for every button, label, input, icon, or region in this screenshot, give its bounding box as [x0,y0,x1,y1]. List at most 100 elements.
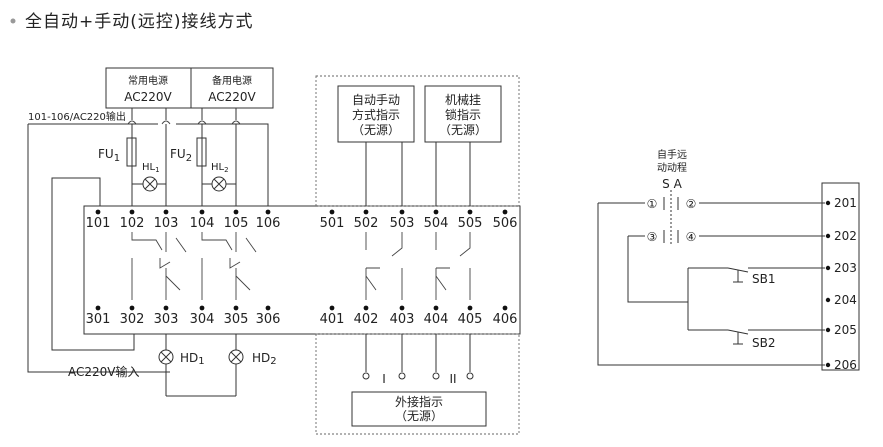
page-title: 全自动+手动(远控)接线方式 [25,12,254,32]
external-enclosure [315,333,520,435]
hd1-label: HD1 [180,351,205,367]
output-note: 101-106/AC220输出 [28,110,126,123]
bottom-terminal-label: 402 [354,312,379,327]
auto-manual-line1: 自动手动 [352,93,400,107]
bottom-terminal-dot [265,305,271,311]
top-terminal-dot [467,209,473,215]
ext-terminal-2 [398,372,406,380]
bottom-terminal-dot [233,305,239,311]
right-terminal-label: 202 [834,229,857,243]
sb1-label: SB1 [752,272,775,286]
right-terminal-dot [825,327,831,333]
external-line1: 外接指示 [395,394,443,409]
right-terminal-label: 205 [834,323,857,337]
external-line2: （无源） [395,409,443,423]
roman-i: I [382,372,386,386]
output-line [28,123,269,206]
switch-code: S A [662,177,682,191]
top-terminal-label: 503 [390,216,415,231]
top-terminal-label: 103 [154,216,179,231]
common-source-voltage: AC220V [124,90,172,104]
top-terminal-dot [163,209,169,215]
bottom-terminal-label: 403 [390,312,415,327]
bottom-terminal-dot [329,305,335,311]
backup-source-box [190,67,274,109]
roman-ii: II [449,372,456,386]
hd2-lamp-icon [228,349,244,365]
left-return-wire [27,124,170,373]
contact-4: ④ [686,230,697,244]
top-terminal-label: 501 [320,216,345,231]
auto-manual-indicator-box [337,85,415,143]
bottom-terminal-dot [502,305,508,311]
right-terminal-dot [825,362,831,368]
top-terminal-dots [95,209,508,215]
title-bullet [10,18,16,24]
right-terminal-dot [825,200,831,206]
top-terminal-dot [199,209,205,215]
ext-terminal-4 [466,372,474,380]
fuse-1-label: FU1 [98,147,120,164]
indicator-contacts-top [365,232,471,257]
bottom-terminal-dot [399,305,405,311]
bottom-terminal-dot [467,305,473,311]
lock-indicator-box [424,85,502,143]
top-terminal-label: 104 [190,216,215,231]
right-terminal-dot [825,297,831,303]
wire-crossovers [127,120,241,125]
sa-row1-contacts [663,197,679,210]
bottom-terminal-label: 305 [224,312,249,327]
top-terminal-label: 506 [493,216,518,231]
bottom-terminal-label: 306 [256,312,281,327]
sb-wires [687,267,825,331]
input-label: AC220V输入 [68,364,140,379]
hl1-lamp-icon [142,176,158,192]
right-terminal-strip [821,182,860,371]
external-wires [365,334,471,372]
backup-source-label: 备用电源 [212,74,252,87]
right-terminal-label: 206 [834,358,857,372]
bottom-terminal-dot [129,305,135,311]
top-terminal-dot [399,209,405,215]
ext-terminal-1 [362,372,370,380]
contact-3: ③ [647,230,658,244]
bottom-terminal-label: 406 [493,312,518,327]
sa-row2-contacts [663,230,679,243]
lock-line3: （无源） [439,123,487,137]
right-terminal-dot [825,265,831,271]
top-terminal-dot [233,209,239,215]
hd-wires [156,334,237,397]
bottom-terminal-dot [433,305,439,311]
sb2-label: SB2 [752,336,775,350]
relay-contact-diagonals [165,237,257,291]
hl2-label: HL2 [211,162,229,174]
backup-source-voltage: AC220V [208,90,256,104]
auto-manual-line3: （无源） [352,123,400,137]
top-terminal-label: 102 [120,216,145,231]
common-source-label: 常用电源 [128,74,168,87]
hd2-label: HD2 [252,351,277,367]
indicator-enclosure [315,75,520,207]
right-terminal-label: 201 [834,196,857,210]
hl2-lamp-icon [211,176,227,192]
indicator-wires [365,142,471,206]
bottom-terminal-dots [95,305,508,311]
supply-wires-lower [131,124,237,206]
fuse-2-label: FU2 [170,147,192,164]
top-terminal-dot [433,209,439,215]
bottom-terminal-label: 303 [154,312,179,327]
contact-1: ① [647,197,658,211]
relay-contact-left-b [201,232,241,300]
relay-contact-left-a [131,232,171,300]
bottom-terminal-dot [363,305,369,311]
bottom-terminal-label: 405 [458,312,483,327]
right-inner-wire [627,236,688,303]
right-terminal-dots [825,200,831,368]
lock-line2: 锁指示 [445,107,481,122]
right-outer-wire [597,203,825,366]
lock-line1: 机械挂 [445,92,481,107]
top-terminal-label: 105 [224,216,249,231]
input-loop-wire [51,177,135,351]
